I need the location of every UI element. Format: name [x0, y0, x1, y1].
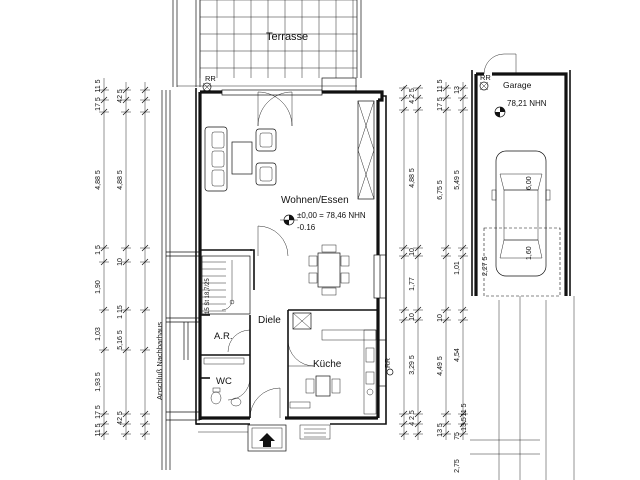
dim-left-inner-3: 1 15 — [117, 305, 124, 319]
dim-left-outer-5: 1,03 — [95, 327, 102, 341]
garage-dim-a: 2,27 5 — [482, 256, 489, 276]
dim-left-outer-4: 1,90 — [95, 280, 102, 294]
dim-left-inner-2: 10 — [117, 258, 124, 266]
dim-mid-2: 10 — [409, 248, 416, 256]
rr-marker-top — [202, 82, 212, 92]
doors — [227, 91, 315, 419]
dim-mid-0: 4 2 5 — [409, 88, 416, 104]
dim-right1-4: 4,49 5 — [437, 356, 444, 376]
rr-marker-garage — [479, 81, 489, 91]
entrance-step — [198, 424, 331, 452]
dim-mid-4: 10 — [409, 313, 416, 321]
living-furniture — [204, 100, 375, 296]
dim-left-outer-1: 17 5 — [95, 97, 102, 111]
rr-label-top: RR — [205, 74, 216, 83]
neighbour-wall — [161, 90, 200, 470]
dim-right2-4: 4,54 — [454, 348, 461, 362]
dim-right1-1: 17 5 — [437, 97, 444, 111]
terrace-paving — [172, 0, 362, 87]
dim-mid-6: 4 2 5 — [409, 410, 416, 426]
dim-left-outer-3: 1 5 — [95, 245, 102, 255]
dim-mid-1: 4,88 5 — [409, 168, 416, 188]
dim-left-outer-7: 17 5 — [95, 405, 102, 419]
ground-level: ±0,00 = 78,46 NHN — [297, 211, 366, 220]
garage-level-marker-icon — [494, 106, 506, 118]
dim-left-outer-6: 1,93 5 — [95, 372, 102, 392]
ground-level-offset: -0.16 — [297, 223, 316, 232]
level-marker-icon — [280, 214, 298, 226]
garage-dim-b: 1,60 — [526, 246, 533, 260]
storage-label: A.R. — [214, 331, 232, 342]
dim-left-inner-1: 4,88 5 — [117, 170, 124, 190]
living-label: Wohnen/Essen — [281, 195, 349, 206]
dim-left-inner-5: 42 5 — [117, 411, 124, 425]
dim-right2-2: 1,01 — [454, 261, 461, 275]
mid-dimension-lines — [399, 82, 468, 440]
neighbour-label: Anschluß Nachbarhaus — [155, 322, 164, 400]
staircase — [201, 255, 251, 315]
dim-right1-5: 13 5 — [437, 423, 444, 437]
dim-left-inner-4: 5,16 5 — [117, 330, 124, 350]
fixtures — [203, 312, 377, 415]
dim-right1-2: 6,75 5 — [437, 180, 444, 200]
dim-left-inner-0: 42 5 — [117, 89, 124, 103]
dim-bottom-right-0: 11 5 — [461, 403, 468, 416]
rr-label-garage: RR — [480, 73, 491, 82]
right-dimension-lines — [470, 296, 575, 480]
dim-left-outer-0: 11 5 — [95, 79, 102, 92]
wc-label: WC — [216, 376, 232, 387]
dim-mid-5: 3,29 5 — [409, 355, 416, 375]
dim-left-outer-8: 11 5 — [95, 423, 102, 436]
dim-mid-3: 1,77 — [409, 277, 416, 291]
dim-left-outer-2: 4,88 5 — [95, 170, 102, 190]
kitchen-label: Küche — [313, 359, 342, 370]
hall-label: Diele — [258, 315, 281, 326]
entrance-arrow-icon — [259, 433, 275, 447]
dim-right2-0: 13 — [454, 86, 461, 94]
garage-label: Garage — [503, 80, 532, 90]
garage-dim-length: 6,00 — [526, 176, 533, 190]
house-walls — [195, 77, 387, 425]
terrace-label: Terrasse — [266, 31, 308, 43]
dim-right2-1: 5,49 5 — [454, 170, 461, 190]
left-dimension-lines — [99, 78, 150, 440]
dim-right2-5: 2,75 — [454, 459, 461, 473]
rr-marker-right — [386, 368, 394, 376]
dim-right1-0: 11 5 — [437, 79, 444, 92]
garage — [471, 53, 571, 297]
dim-bottom-right-1: 13 5 — [461, 417, 468, 431]
rr-label-right: RR — [385, 358, 392, 368]
stair-label: 15 St 18,7/25 — [205, 278, 211, 314]
dim-right2-3: 75 — [454, 432, 461, 440]
garage-level: 78,21 NHN — [507, 99, 547, 108]
dim-right1-3: 10 — [437, 314, 444, 322]
